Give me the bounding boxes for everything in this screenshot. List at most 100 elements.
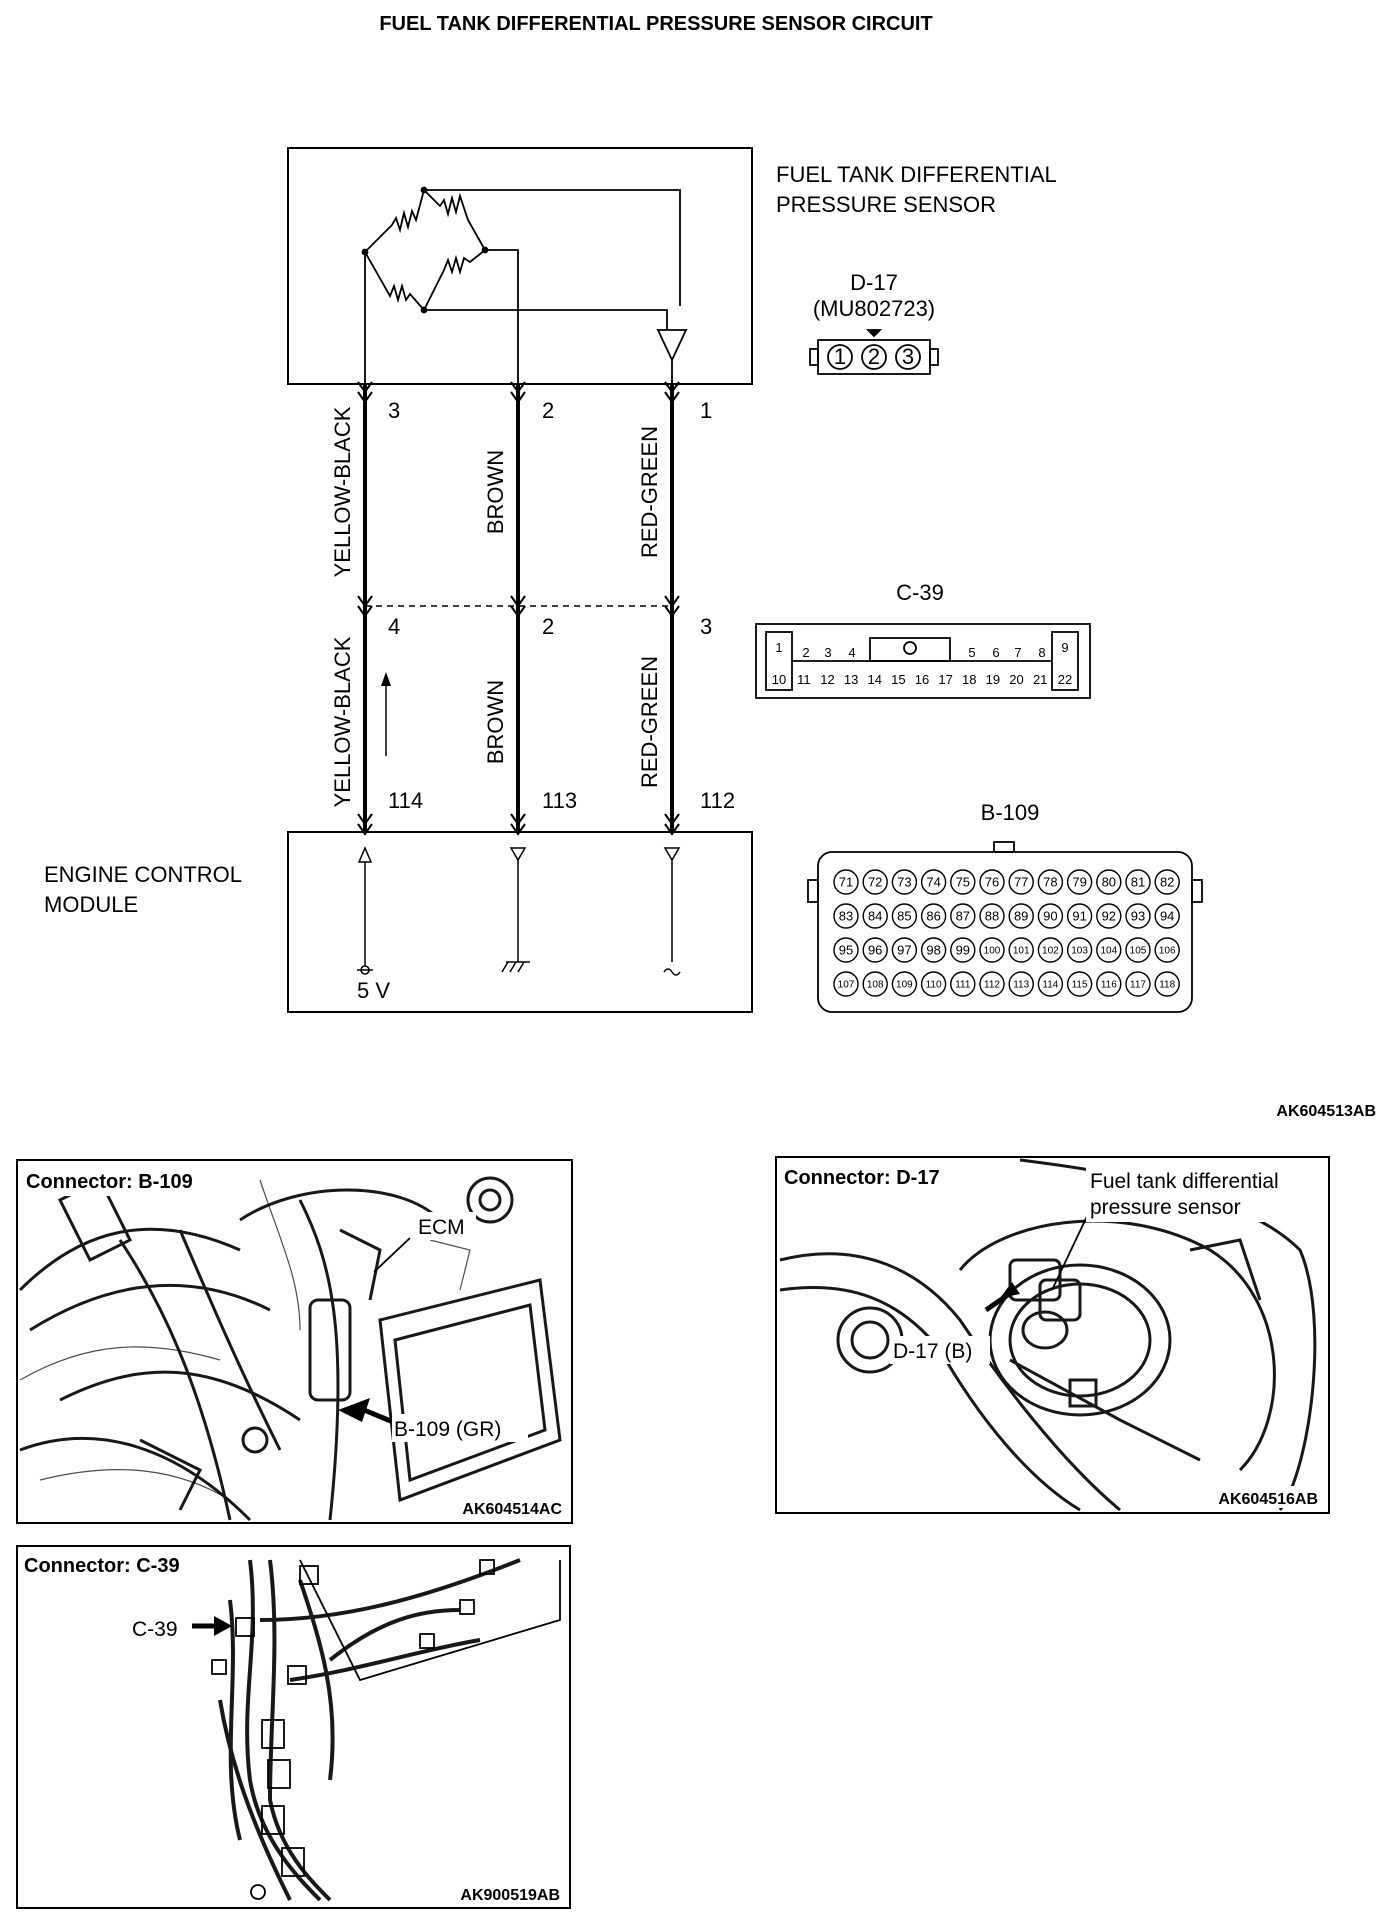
sensor-box [287,147,753,385]
wire-color-red-green-upper: RED-GREEN [637,426,662,558]
b109-pin-83: 83 [839,909,853,924]
c39-pin-20: 20 [1009,672,1023,687]
photo-b109-ecm-label: ECM [418,1216,465,1239]
d17-connector-face [809,329,939,375]
connector-chevrons [357,381,680,836]
current-direction-arrow-icon [381,672,391,756]
b109-pin-circle [950,869,976,895]
b109-pin-circle [1125,903,1151,929]
c39-wire-pin-3: 3 [700,614,712,639]
c39-pin-6: 6 [992,645,999,660]
c39-pin-21: 21 [1033,672,1047,687]
b109-pin-circle [1154,937,1180,963]
b109-pin-111: 111 [955,980,971,991]
b109-pin-circle [1125,937,1151,963]
b109-pin-circle [920,971,947,997]
b109-pin-circle [862,937,888,963]
b109-pin-circle [1037,971,1064,997]
photo-b109-code: AK604514AC [462,1501,562,1518]
c39-pin-9: 9 [1061,640,1068,655]
b109-pin-113: 113 [1013,980,1029,991]
b109-pin-108: 108 [867,980,884,991]
b109-pin-circle [862,869,888,895]
b109-pin-89: 89 [1014,909,1028,924]
wire-harness [363,384,674,832]
photo-d17-connector-label: D-17 (B) [893,1340,972,1363]
photo-b109-connector-label: B-109 (GR) [394,1418,501,1441]
b109-pin-circle [891,869,918,895]
b109-pin-circle [979,869,1005,895]
b109-pin-circle [891,903,918,929]
b109-pin-78: 78 [1043,875,1057,890]
photo-c39-title: Connector: C-39 [24,1555,180,1577]
b109-pin-103: 103 [1071,946,1088,957]
b109-pin-105: 105 [1130,946,1147,957]
b109-pin-114: 114 [1042,980,1058,991]
b109-pin-circle [891,937,918,963]
photo-panel-b109 [16,1159,573,1524]
b109-pin-circle [920,903,947,929]
b109-name: B-109 [981,800,1040,825]
b109-pin-circle [833,903,859,929]
b109-connector-face [807,841,1203,1013]
c39-wire-pin-2: 2 [542,614,554,639]
b109-pin-circle [979,971,1005,997]
b109-pin-74: 74 [926,875,940,890]
c39-pin-3: 3 [824,645,831,660]
b109-pin-circle [920,937,947,963]
b109-pin-80: 80 [1102,875,1116,890]
b109-pin-circle [1066,869,1093,895]
b109-pin-102: 102 [1042,946,1059,957]
b109-pin-circle [833,971,859,997]
c39-pin-22: 22 [1058,672,1072,687]
diagram-code: AK604513AB [1276,1103,1376,1120]
b109-pin-72: 72 [868,875,882,890]
b109-pin-circle [1037,903,1064,929]
c39-arrow-icon [214,1616,232,1636]
c39-pin-18: 18 [962,672,976,687]
b109-pin-circle [1154,869,1180,895]
photo-d17-title: Connector: D-17 [784,1167,940,1189]
b109-pin-87: 87 [956,909,970,924]
b109-pin-85: 85 [897,909,911,924]
c39-pin-17: 17 [938,672,952,687]
b109-pin-circle [1154,971,1180,997]
b109-pin-75: 75 [956,875,970,890]
photo-b109-title: Connector: B-109 [26,1171,193,1193]
b109-pin-90: 90 [1043,909,1057,924]
ecm-box [287,831,753,1013]
c39-pin-16: 16 [915,672,929,687]
c39-pin-1: 1 [775,640,782,655]
b109-pin-95: 95 [839,943,853,958]
b109-pin-circle [1008,903,1034,929]
ecm-pin-113: 113 [542,788,577,813]
b109-pin-circle [979,903,1005,929]
b109-pin-115: 115 [1072,980,1088,991]
b109-pin-98: 98 [926,943,940,958]
b109-pin-91: 91 [1072,909,1086,924]
b109-pin-82: 82 [1160,875,1174,890]
b109-pin-circle [1096,971,1122,997]
b109-pin-100: 100 [984,946,1001,957]
c39-wire-pin-4: 4 [388,614,400,639]
sensor-pin-3: 3 [388,398,400,423]
c39-pin-15: 15 [891,672,905,687]
photo-d17-code: AK604516AB [1218,1491,1318,1508]
c39-name: C-39 [896,580,944,605]
photo-panel-c39 [16,1545,571,1909]
d17-name: D-17 [850,270,898,295]
b109-pin-circle [1037,937,1064,963]
b109-pin-circle [1066,971,1093,997]
ecm-pin-114: 114 [388,788,423,813]
c39-pin-8: 8 [1038,645,1045,660]
c39-pin-19: 19 [986,672,1000,687]
b109-pin-84: 84 [868,909,882,924]
b109-pin-76: 76 [985,875,999,890]
b109-pin-circle [950,903,976,929]
c39-pin-12: 12 [820,672,834,687]
b109-pin-107: 107 [838,980,855,991]
